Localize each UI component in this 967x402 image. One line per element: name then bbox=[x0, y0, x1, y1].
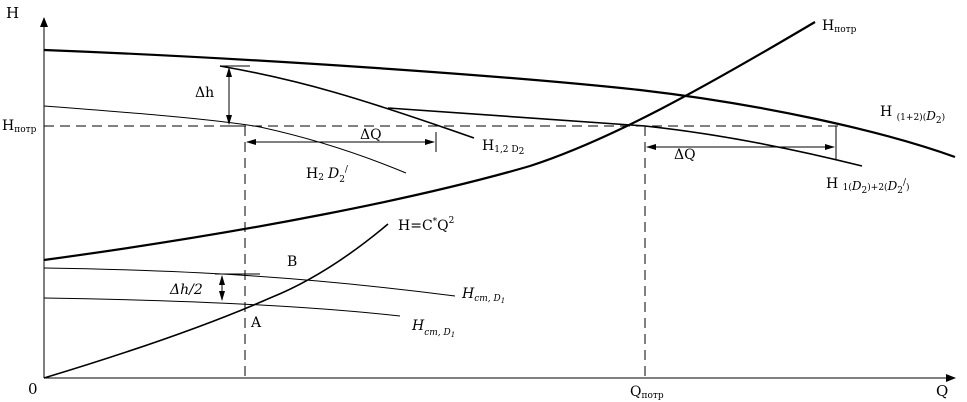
label-h-cq2: H=C*Q2 bbox=[398, 216, 454, 234]
h-potr-axis-label: Hпотр bbox=[2, 118, 37, 135]
curve-h-potr-system bbox=[43, 21, 816, 262]
delta-h-half-label: Δh/2 bbox=[169, 282, 203, 298]
label-h-12-d2: H1,2 D2 bbox=[482, 138, 524, 157]
label-h-potr-top: Hпотр bbox=[822, 18, 857, 35]
y-axis-label: H bbox=[6, 4, 19, 22]
point-a-label: A bbox=[250, 315, 262, 331]
delta-h-label: Δh bbox=[195, 85, 214, 101]
curve-h-st-d1-lower bbox=[43, 297, 401, 317]
curve-h-st-d1-upper bbox=[43, 267, 456, 297]
curve-h-1-d2-2-d2p bbox=[387, 107, 863, 167]
label-h-1p2-d2: H (1+2)(D2) bbox=[880, 104, 945, 126]
delta-q-left-label: ΔQ bbox=[360, 127, 382, 143]
point-b-label: B bbox=[287, 254, 297, 270]
x-axis-label: Q bbox=[936, 382, 948, 400]
origin-label: 0 bbox=[28, 380, 38, 398]
delta-q-right-label: ΔQ bbox=[674, 147, 696, 163]
curve-h-1p2-d2 bbox=[43, 48, 956, 159]
curve-h-cq2 bbox=[43, 223, 389, 379]
label-h-st-d1-upper: Hст, D1 bbox=[461, 286, 505, 305]
label-h-st-d1-lower: Hст, D1 bbox=[411, 318, 455, 339]
label-h-1-d2-2-d2p: H 1(D2)+2(D2/) bbox=[826, 176, 910, 196]
curve-h2-d2p bbox=[43, 105, 407, 174]
q-potr-axis-label: Qпотр bbox=[630, 384, 664, 401]
curve-h-12-d2 bbox=[219, 65, 475, 139]
